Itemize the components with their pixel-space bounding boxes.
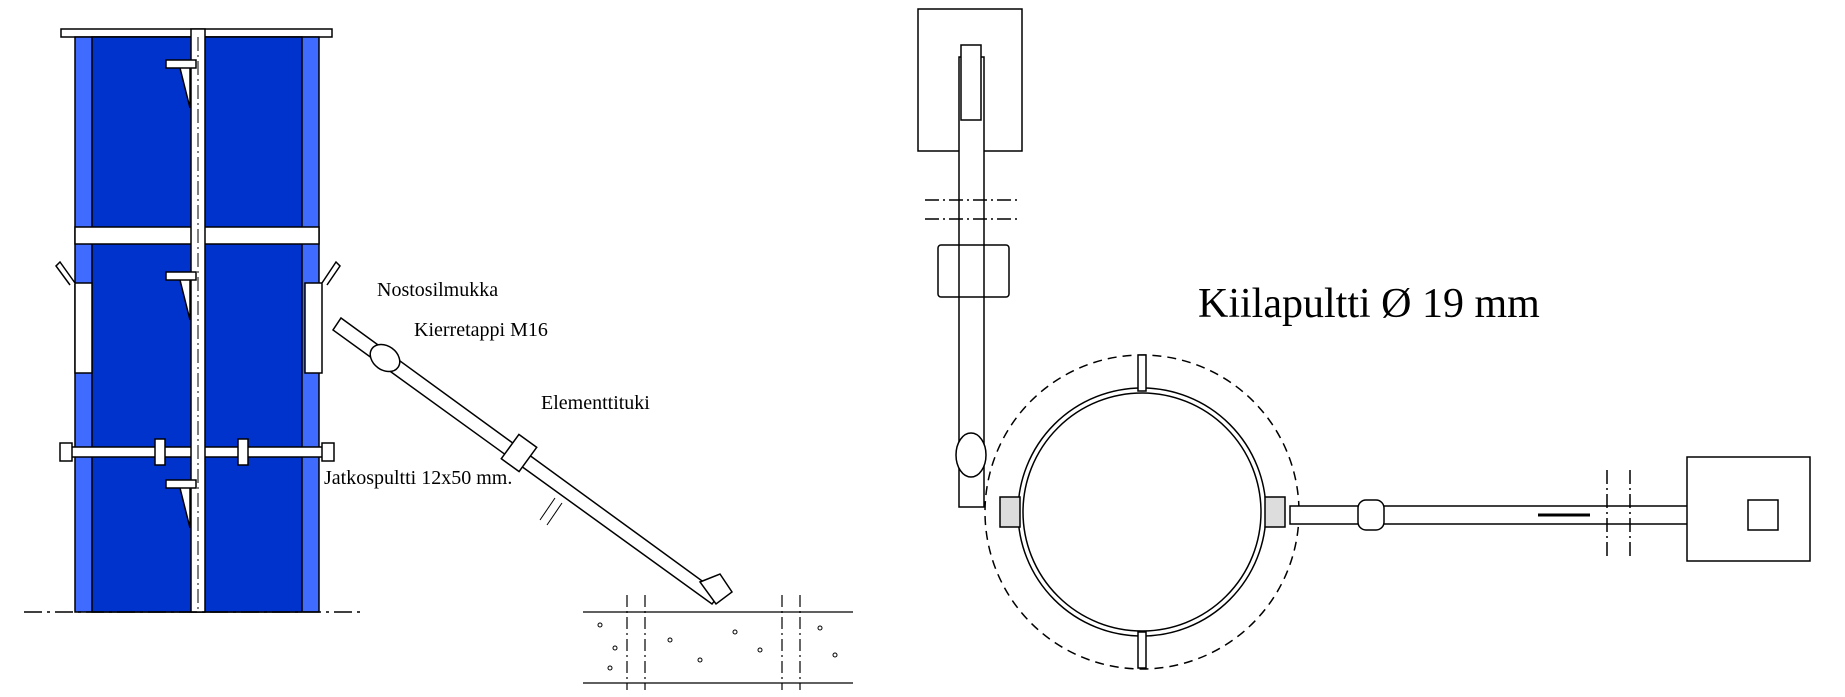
label-wedge-bolt: Kiilapultti Ø 19 mm	[1198, 281, 1540, 327]
label-extension-bolt: Jatkospultti 12x50 mm.	[324, 467, 513, 489]
column-formwork-elevation	[24, 28, 365, 613]
label-element-support: Elementtituki	[541, 392, 650, 414]
plan-view	[917, 8, 1811, 670]
label-threaded-pin: Kierretappi M16	[414, 319, 548, 341]
label-lifting-loop: Nostosilmukka	[377, 279, 499, 301]
element-support-brace	[331, 316, 734, 606]
ground-slab	[583, 595, 853, 690]
